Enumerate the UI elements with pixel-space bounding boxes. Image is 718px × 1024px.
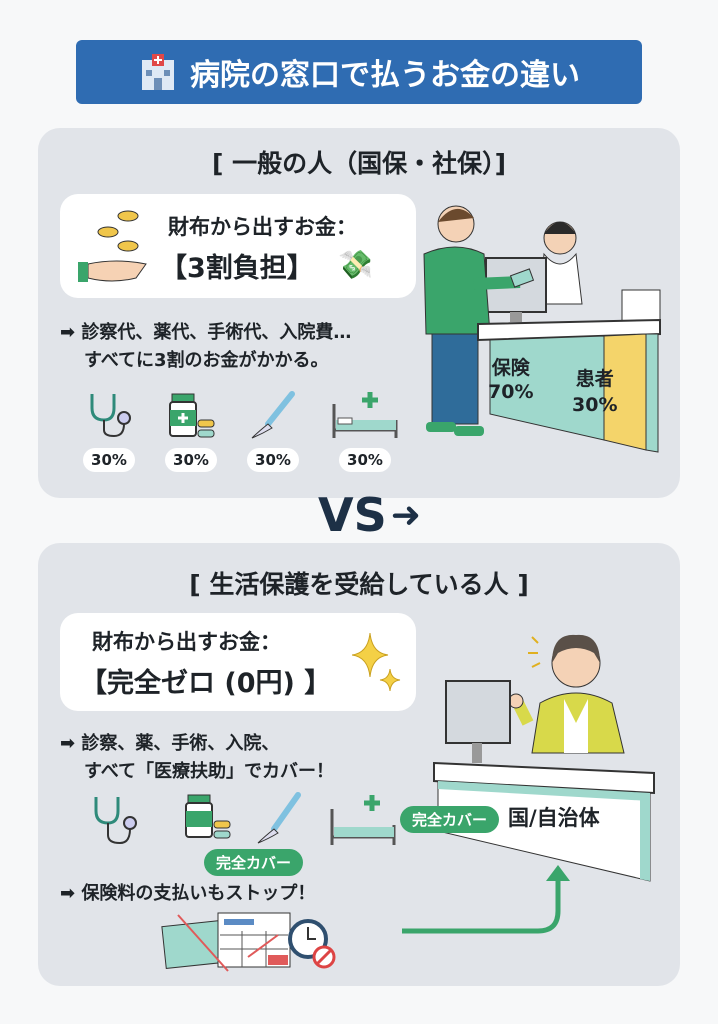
hospital-bed-icon — [332, 392, 398, 438]
stethoscope-icon — [94, 797, 137, 845]
welfare-burden: 【完全ゼロ (0円) 】 — [80, 668, 332, 699]
patient-pct: 30% — [572, 394, 618, 416]
premium-stop-illustration — [161, 912, 336, 972]
cost-pct: 30% — [83, 448, 135, 472]
general-desc-2: すべてに3割のお金がかかる。 — [84, 350, 329, 371]
covered-items-icons — [94, 792, 396, 845]
vs-label: VS➜ — [318, 488, 421, 542]
medicine-icon — [185, 794, 231, 839]
welfare-desc-1: ➡ 診察、薬、手術、入院、 — [60, 733, 280, 754]
cover-badge-counter: 完全カバー — [400, 806, 500, 833]
general-desc-1: ➡ 診察代、薬代、手術代、入院費… — [60, 322, 352, 343]
arrow-right-icon: ➜ — [390, 494, 421, 536]
cost-item: 30% — [83, 390, 135, 472]
cost-pct: 30% — [339, 448, 391, 472]
vs-text: VS — [318, 488, 387, 542]
patient-label: 患者 — [575, 368, 614, 390]
general-wallet-label: 財布から出すお金： — [168, 215, 357, 239]
cost-item: 30% — [165, 390, 217, 472]
welfare-counter-illustration — [433, 634, 655, 882]
page-title: 病院の窓口で払うお金の違い — [190, 58, 580, 93]
flying-money-icon: 💸 — [338, 248, 373, 281]
welfare-panel: [ 生活保護を受給している人 ] 財布から出すお金： 【完全ゼロ (0円) 】 … — [38, 543, 680, 986]
general-cost-icons: 30% 30% 30% 30% — [83, 390, 400, 472]
insurance-label: 保険 — [491, 357, 530, 379]
welfare-wallet-label: 財布から出すお金： — [92, 630, 281, 654]
cover-badge: 完全カバー — [204, 849, 304, 876]
welfare-desc-3: ➡ 保険料の支払いもストップ！ — [60, 883, 316, 904]
cost-item: 30% — [247, 390, 299, 472]
general-burden: 【3割負担】 — [160, 253, 314, 284]
title-banner: 病院の窓口で払うお金の違い — [76, 40, 642, 104]
cost-pct: 30% — [165, 448, 217, 472]
stethoscope-icon — [90, 394, 131, 438]
sparkle-icon — [352, 633, 401, 692]
reception-illustration — [423, 205, 661, 453]
welfare-desc-2: すべて「医療扶助」でカバー！ — [84, 761, 335, 782]
welfare-heading: [ 生活保護を受給している人 ] — [189, 570, 529, 599]
general-heading: [ 一般の人（国保・社保）] — [211, 149, 507, 178]
general-panel: [ 一般の人（国保・社保）] 財布から出すお金： 【3割負担】 💸 ➡ 診察代、… — [38, 128, 680, 498]
medicine-icon — [169, 393, 215, 438]
cost-pct: 30% — [247, 448, 299, 472]
hospital-icon — [142, 54, 174, 90]
coins-hand-icon — [78, 210, 147, 282]
hospital-bed-icon — [330, 795, 396, 845]
general-wallet-card: 財布から出すお金： 【3割負担】 💸 — [60, 194, 416, 298]
payer-label: 国/自治体 — [508, 806, 600, 830]
arrow-up-icon — [402, 865, 570, 934]
patient-share: 患者 30% — [572, 366, 617, 418]
scalpel-icon — [257, 792, 301, 844]
scalpel-icon — [251, 391, 295, 439]
cost-item: 30% — [330, 390, 400, 472]
welfare-wallet-card: 財布から出すお金： 【完全ゼロ (0円) 】 — [60, 613, 416, 711]
insurance-pct: 70% — [488, 381, 534, 403]
